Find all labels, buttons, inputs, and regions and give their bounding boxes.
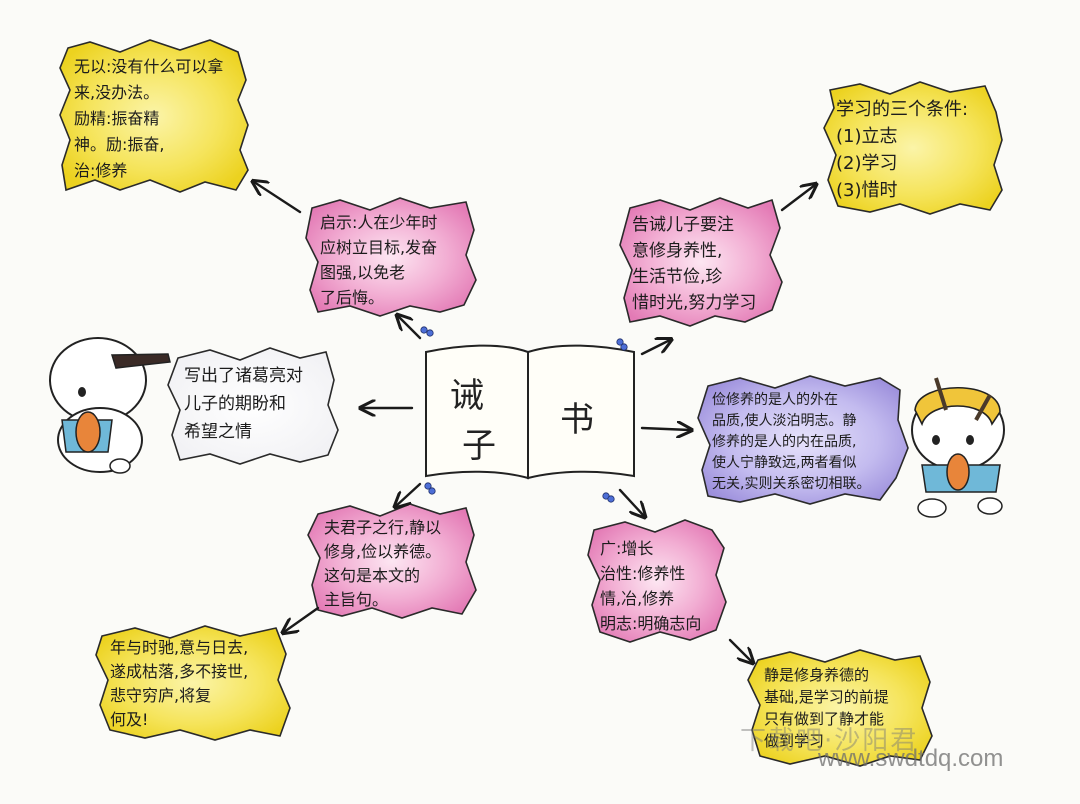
note-line: 夫君子之行,静以 xyxy=(324,518,442,537)
note-bubble-top-right-pink xyxy=(619,197,783,327)
note-line: 写出了诸葛亮对 xyxy=(184,366,303,386)
note-left-white: 写出了诸葛亮对 儿子的期盼和 希望之情 xyxy=(184,362,303,446)
note-line: 基础,是学习的前提 xyxy=(764,688,889,706)
note-line: 应树立目标,发奋 xyxy=(320,238,438,257)
note-line: 励精:振奋精 xyxy=(74,109,160,128)
note-line: 悲守穷庐,将复 xyxy=(110,686,212,705)
cartoon-dog-left xyxy=(49,337,171,474)
note-line: 只有做到了静才能 xyxy=(764,710,885,728)
note-bottom-mid-pink: 夫君子之行,静以 修身,俭以养德。 这句是本文的 主旨句。 xyxy=(324,516,441,612)
note-bubble-bottom-left-yellow xyxy=(95,625,291,741)
note-line: 广:增长 xyxy=(600,539,654,558)
note-line: 治性:修养性 xyxy=(600,564,686,583)
note-line: 修养的是人的内在品质, xyxy=(712,434,857,450)
note-bottom-left-yellow: 年与时驰,意与日去, 遂成枯落,多不接世, 悲守穷庐,将复 何及! xyxy=(110,636,248,732)
note-bottom-right-pink: 广:增长 治性:修养性 情,冶,修养 明志:明确志向 xyxy=(600,536,701,636)
bead-decorations xyxy=(420,326,628,503)
note-line: 使人宁静致远,两者看似 xyxy=(712,455,857,471)
note-line: 何及! xyxy=(110,710,149,729)
book-title-char-1: 诫 xyxy=(450,376,484,416)
note-bubble-top-right-yellow xyxy=(823,81,1003,215)
note-bubble-top-left-yellow xyxy=(59,39,249,193)
note-line: 告诫儿子要注 xyxy=(632,215,734,235)
note-top-right-pink: 告诫儿子要注 意修身养性, 生活节俭,珍 惜时光,努力学习 xyxy=(632,212,756,316)
note-line: 希望之情 xyxy=(184,422,252,442)
note-line: 遂成枯落,多不接世, xyxy=(110,662,249,681)
note-line: 主旨句。 xyxy=(324,590,389,609)
note-right-purple: 俭修养的是人的外在 品质,使人淡泊明志。静 修养的是人的内在品质, 使人宁静致远… xyxy=(712,390,870,495)
note-bottom-right-yellow: 静是修身养德的 基础,是学习的前提 只有做到了静才能 做到学习 xyxy=(764,664,889,752)
arrows xyxy=(254,182,815,662)
note-line: 神。励:振奋, xyxy=(74,135,165,154)
note-line: 俭修养的是人的外在 xyxy=(712,392,838,408)
note-line: 年与时驰,意与日去, xyxy=(110,638,249,657)
note-line: (2)学习 xyxy=(836,153,898,174)
note-bubble-right-purple xyxy=(697,375,909,505)
note-line: 明志:明确志向 xyxy=(600,614,702,633)
note-line: 无以:没有什么可以拿 xyxy=(74,57,224,76)
note-bubble-bottom-right-pink xyxy=(587,519,727,643)
note-line: 来,没办法。 xyxy=(74,83,160,102)
note-line: 儿子的期盼和 xyxy=(184,394,286,414)
note-top-right-yellow: 学习的三个条件: (1)立志 (2)学习 (3)惜时 xyxy=(836,96,968,204)
note-line: 这句是本文的 xyxy=(324,566,421,585)
watermark-url: www.swdtdq.com xyxy=(818,745,1004,772)
note-line: (1)立志 xyxy=(836,126,898,147)
note-line: 情,冶,修养 xyxy=(600,589,675,608)
note-line: (3)惜时 xyxy=(836,180,898,201)
note-top-left-yellow: 无以:没有什么可以拿 来,没办法。 励精:振奋精 神。励:振奋, 治:修养 xyxy=(74,54,223,184)
watermark-cn: 下载吧·沙阳君 xyxy=(740,726,919,756)
note-bubble-left-white xyxy=(167,347,339,465)
note-line: 无关,实则关系密切相联。 xyxy=(712,476,871,492)
note-top-left-pink: 启示:人在少年时 应树立目标,发奋 图强,以免老 了后悔。 xyxy=(320,210,437,310)
note-bubble-top-left-pink xyxy=(305,197,477,317)
note-line: 修身,俭以养德。 xyxy=(324,542,442,561)
note-bubble-bottom-right-yellow xyxy=(747,649,933,767)
note-line: 做到学习 xyxy=(764,732,825,750)
book-title-char-2: 子 xyxy=(462,426,496,466)
cartoon-dog-right xyxy=(911,377,1005,518)
note-line: 生活节俭,珍 xyxy=(632,267,723,287)
open-book xyxy=(425,344,635,480)
note-line: 启示:人在少年时 xyxy=(320,213,438,232)
book-title-char-3: 书 xyxy=(560,400,594,440)
note-line: 治:修养 xyxy=(74,161,128,180)
note-line: 意修身养性, xyxy=(632,241,723,261)
note-line: 图强,以免老 xyxy=(320,263,406,282)
note-line: 学习的三个条件: xyxy=(836,99,969,120)
note-line: 品质,使人淡泊明志。静 xyxy=(712,413,857,429)
note-line: 惜时光,努力学习 xyxy=(632,293,757,313)
note-line: 静是修身养德的 xyxy=(764,666,870,684)
note-line: 了后悔。 xyxy=(320,288,385,307)
